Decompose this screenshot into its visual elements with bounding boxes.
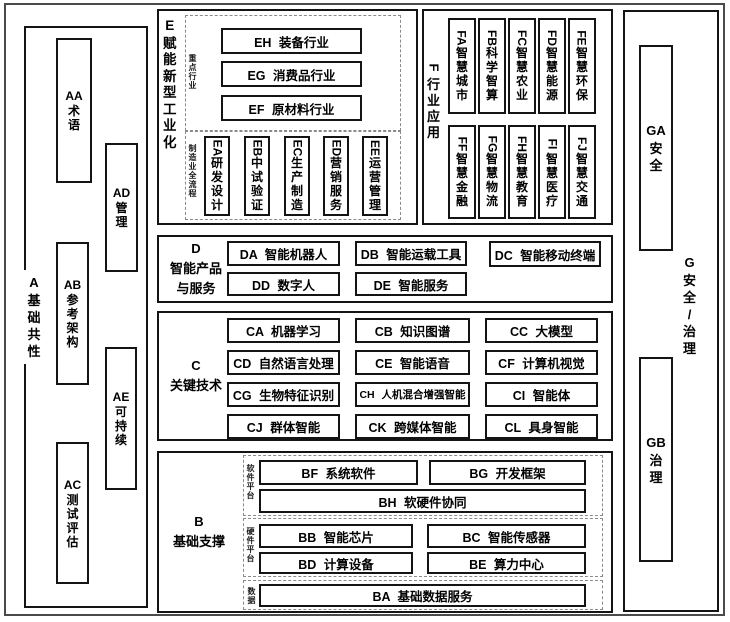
group-manufacturing-process-label: 制造业全流程	[188, 144, 197, 198]
box-BB-ai-chips: BB 智能芯片	[259, 524, 413, 548]
box-CG-biometric-recognition: CG 生物特征识别	[227, 382, 340, 407]
box-CK-cross-media-intelligence: CK 跨媒体智能	[355, 414, 470, 439]
section-b-foundation-support: B 基础支撑 软件平台 BF 系统软件 BG 开发框架 BH 软硬件协同 硬件平…	[157, 451, 613, 613]
box-CA-machine-learning: CA 机器学习	[227, 318, 340, 343]
box-DC-intelligent-mobile-terminals: DC 智能移动终端	[489, 241, 601, 267]
group-key-industries-label: 重点行业	[188, 54, 197, 90]
box-BA-basic-data-services: BA 基础数据服务	[259, 584, 586, 607]
group-software-platform-label: 软件平台	[246, 464, 255, 500]
box-BF-system-software: BF 系统软件	[259, 460, 418, 485]
box-BD-computing-devices: BD 计算设备	[259, 552, 413, 574]
section-c-key-technologies: C 关键技术 CA 机器学习 CB 知识图谱 CC 大模型 CD 自然语言处理 …	[157, 311, 613, 441]
box-EH-equipment-industry: EH 装备行业	[221, 28, 362, 54]
group-hardware-platform-label: 硬件平台	[246, 527, 255, 563]
box-CI-intelligent-agents: CI 智能体	[485, 382, 598, 407]
section-d-products-services: D 智能产品 与服务 DA 智能机器人 DB 智能运载工具 DC 智能移动终端 …	[157, 235, 613, 303]
box-DD-digital-human: DD 数字人	[227, 272, 340, 296]
box-DA-intelligent-robots: DA 智能机器人	[227, 241, 340, 266]
box-EG-consumer-goods-industry: EG 消费品行业	[221, 61, 362, 87]
box-DB-intelligent-vehicles: DB 智能运载工具	[355, 241, 467, 266]
group-software-platform: 软件平台 BF 系统软件 BG 开发框架 BH 软硬件协同	[243, 455, 603, 516]
group-key-industries: 重点行业 EH 装备行业 EG 消费品行业 EF 原材料行业	[185, 15, 401, 131]
box-CJ-swarm-intelligence: CJ 群体智能	[227, 414, 340, 439]
section-c-label: C 关键技术	[169, 357, 222, 393]
box-CL-embodied-intelligence: CL 具身智能	[485, 414, 598, 439]
box-CF-computer-vision: CF 计算机视觉	[485, 350, 598, 375]
box-BH-software-hardware-synergy: BH 软硬件协同	[259, 489, 586, 513]
box-BG-development-frameworks: BG 开发框架	[429, 460, 586, 485]
group-data: 数据 BA 基础数据服务	[243, 580, 603, 610]
box-CB-knowledge-graph: CB 知识图谱	[355, 318, 470, 343]
box-BE-computing-centers: BE 算力中心	[427, 552, 586, 574]
box-BC-intelligent-sensors: BC 智能传感器	[427, 524, 586, 548]
section-b-label: B 基础支撑	[172, 513, 225, 549]
box-CC-large-models: CC 大模型	[485, 318, 598, 343]
outer-border	[4, 3, 725, 616]
box-EF-raw-materials-industry: EF 原材料行业	[221, 95, 362, 121]
box-CE-intelligent-speech: CE 智能语音	[355, 350, 470, 375]
box-DE-intelligent-services: DE 智能服务	[355, 272, 467, 296]
box-CH-human-machine-hybrid-intelligence: CH 人机混合增强智能	[355, 382, 470, 407]
box-CD-nlp: CD 自然语言处理	[227, 350, 340, 375]
section-d-label: D 智能产品 与服务	[169, 240, 222, 297]
group-hardware-platform: 硬件平台 BB 智能芯片 BC 智能传感器 BD 计算设备 BE 算力中心	[243, 518, 603, 577]
group-data-label: 数据	[247, 587, 256, 605]
